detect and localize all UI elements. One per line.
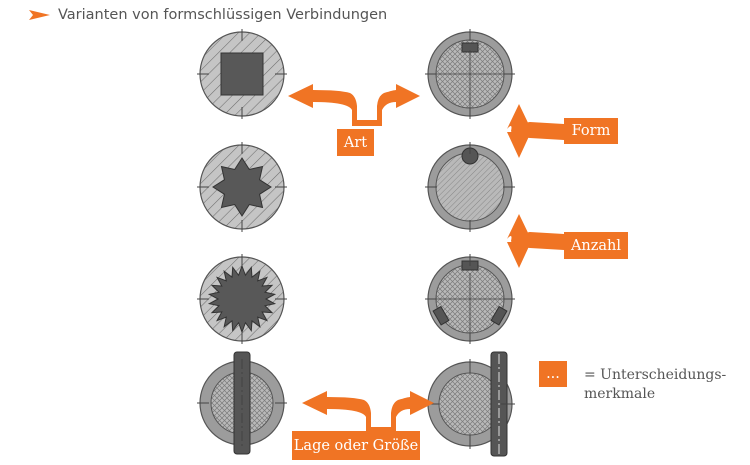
header-arrow-icon	[29, 10, 50, 20]
legend-line-2: merkmale	[584, 386, 656, 402]
profile-pin	[424, 141, 516, 233]
arrow-anzahl	[507, 214, 564, 268]
profile-bar-right	[425, 351, 515, 457]
arrow-lage	[302, 391, 434, 433]
profile-key-triple	[424, 253, 516, 345]
legend-line-1: = Unterscheidungs-	[584, 367, 727, 383]
profile-serrated	[196, 253, 288, 345]
arrow-form	[507, 104, 564, 158]
arrow-art	[288, 84, 420, 126]
header-title: Varianten von formschlüssigen Verbindung…	[58, 7, 388, 23]
label-anzahl: Anzahl	[564, 232, 628, 259]
profile-key-single	[424, 28, 516, 120]
profile-square	[196, 28, 288, 120]
profile-star	[196, 141, 288, 233]
label-lage: Lage oder Größe	[292, 431, 420, 460]
legend-swatch: ...	[539, 361, 567, 387]
profile-bar-left	[197, 351, 287, 455]
header: Varianten von formschlüssigen Verbindung…	[28, 4, 387, 26]
label-form: Form	[564, 118, 618, 144]
label-art: Art	[337, 129, 374, 156]
